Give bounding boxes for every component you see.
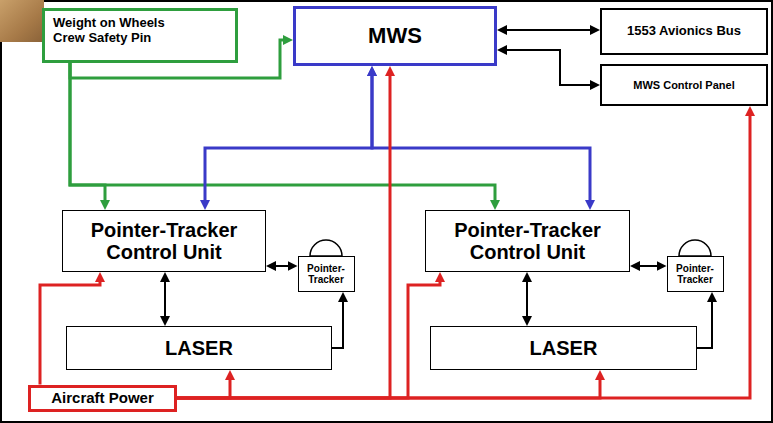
box-label: Weight on Wheels Crew Safety Pin: [53, 16, 188, 45]
connector: [272, 265, 292, 267]
box-label: Pointer-Tracker Control Unit: [433, 219, 623, 264]
connector: [503, 50, 594, 85]
controller-box: MWS: [293, 6, 497, 66]
input-box: Weight on Wheels Crew Safety Pin: [42, 8, 238, 63]
connector: [526, 278, 528, 320]
box-label: MWS: [368, 24, 422, 49]
connector: [177, 376, 600, 398]
box-label: 1553 Avionics Bus: [627, 24, 741, 39]
tracker-box: Pointer-Tracker: [298, 256, 355, 292]
control-unit-box: Pointer-Tracker Control Unit: [62, 210, 266, 272]
connector: [177, 376, 230, 398]
connector: [697, 298, 712, 348]
connector: [503, 29, 594, 31]
panel-box: MWS Control Panel: [600, 64, 768, 106]
connector: [205, 72, 372, 204]
power-box: Aircraft Power: [28, 385, 177, 412]
box-label: MWS Control Panel: [633, 79, 734, 91]
connector: [636, 265, 661, 267]
control-unit-box: Pointer-Tracker Control Unit: [425, 210, 630, 272]
tracker-dome: [310, 240, 342, 256]
laser-box: LASER: [430, 326, 697, 370]
tracker-box: Pointer-Tracker: [667, 256, 724, 292]
photo-corner: [0, 0, 44, 42]
connector: [372, 72, 590, 204]
box-label: Pointer-Tracker Control Unit: [69, 219, 259, 264]
box-label: Pointer-Tracker: [302, 263, 350, 285]
laser-box: LASER: [66, 326, 332, 370]
bus-box: 1553 Avionics Bus: [600, 8, 768, 55]
box-label: LASER: [530, 337, 598, 359]
box-label: LASER: [165, 337, 233, 359]
connector: [70, 63, 105, 204]
box-label: Pointer-Tracker: [671, 263, 719, 285]
connector: [164, 278, 166, 320]
box-label: Aircraft Power: [51, 390, 154, 407]
connector: [332, 298, 343, 348]
tracker-dome: [679, 240, 711, 256]
connector: [70, 63, 495, 204]
